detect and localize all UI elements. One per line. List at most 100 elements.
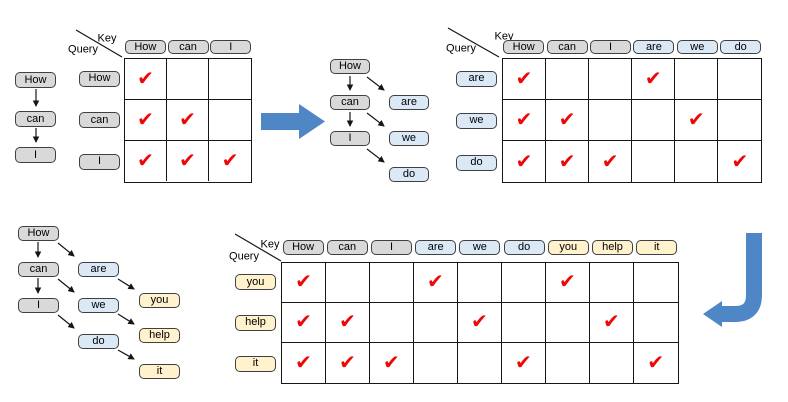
key-axis-label: Key	[494, 30, 514, 43]
checkmark-icon: ✔	[601, 148, 619, 173]
query-axis-label: Query	[229, 250, 259, 263]
mask-cell: ✔	[167, 140, 210, 182]
checkmark-icon: ✔	[179, 106, 196, 131]
key-axis-label: Key	[97, 32, 117, 45]
key-token-i: I	[371, 240, 412, 255]
key-token-do: do	[720, 40, 762, 54]
mask-cell: ✔	[125, 99, 168, 141]
chain-token-how: How	[15, 72, 56, 88]
mask-cell	[458, 342, 502, 383]
query-token-help: help	[235, 314, 276, 331]
checkmark-icon: ✔	[339, 349, 356, 374]
chain-token-do: do	[78, 334, 119, 349]
token-arrow	[366, 148, 385, 163]
attention-mask-grid: ✔✔✔✔✔✔✔✔✔	[502, 58, 763, 184]
key-token-you: you	[547, 240, 589, 255]
chain-token-can: can	[18, 262, 59, 277]
checkmark-icon: ✔	[339, 309, 356, 334]
mask-cell: ✔	[502, 342, 546, 383]
mask-cell	[632, 141, 676, 183]
token-arrow	[57, 242, 75, 257]
mask-cell	[413, 302, 458, 343]
chain-token-how: How	[18, 226, 59, 241]
chain-token-can: can	[330, 95, 370, 110]
mask-cell	[589, 100, 633, 142]
checkmark-icon: ✔	[137, 65, 154, 90]
checkmark-icon: ✔	[137, 106, 154, 131]
mask-cell	[209, 100, 252, 141]
mask-cell	[369, 302, 414, 343]
key-token-can: can	[167, 40, 209, 54]
token-arrow	[57, 278, 75, 293]
chain-token-you: you	[139, 293, 180, 308]
mask-cell	[501, 302, 546, 343]
flow-arrow-right	[261, 104, 325, 139]
chain-token-we: we	[78, 298, 119, 313]
query-axis-label: Query	[68, 43, 98, 56]
checkmark-icon: ✔	[644, 66, 662, 91]
mask-cell: ✔	[675, 100, 719, 142]
chain-token-i: I	[15, 147, 56, 163]
mask-cell	[167, 59, 210, 100]
key-token-i: I	[590, 40, 631, 54]
mask-cell	[675, 141, 719, 183]
mask-cell: ✔	[503, 141, 547, 183]
mask-cell	[675, 59, 719, 101]
mask-cell: ✔	[545, 263, 590, 303]
checkmark-icon: ✔	[647, 349, 665, 374]
mask-cell	[369, 263, 414, 303]
mask-cell: ✔	[589, 302, 634, 343]
chain-token-are: are	[389, 95, 429, 110]
mask-cell: ✔	[282, 342, 326, 383]
query-token-you: you	[235, 274, 276, 291]
mask-cell	[546, 342, 590, 383]
checkmark-icon: ✔	[427, 269, 444, 294]
mask-cell: ✔	[209, 141, 251, 182]
chain-token-do: do	[389, 167, 429, 182]
flow-arrow-wrap	[703, 233, 762, 327]
checkmark-icon: ✔	[731, 148, 749, 173]
key-token-are: are	[415, 240, 457, 255]
query-axis-label: Query	[446, 42, 476, 55]
key-token-help: help	[592, 240, 633, 255]
checkmark-icon: ✔	[602, 309, 620, 334]
checkmark-icon: ✔	[514, 349, 532, 374]
mask-cell	[590, 342, 634, 383]
attention-mask-grid: ✔✔✔✔✔✔	[124, 58, 253, 183]
key-token-how: How	[282, 240, 324, 255]
token-arrow	[117, 349, 135, 360]
attention-mask-grid: ✔ ✔ ✔ ✔ ✔ ✔ ✔ ✔ ✔ ✔ ✔ ✔	[281, 262, 679, 384]
chain-token-we: we	[389, 131, 429, 146]
mask-cell: ✔	[457, 302, 502, 343]
key-token-can: can	[546, 40, 588, 54]
query-token-can: can	[79, 112, 120, 129]
key-token-we: we	[459, 240, 501, 255]
checkmark-icon: ✔	[687, 107, 705, 132]
query-token-are: are	[456, 70, 497, 87]
checkmark-icon: ✔	[383, 349, 400, 374]
mask-cell	[718, 59, 762, 101]
token-arrow	[57, 314, 75, 329]
key-token-do: do	[503, 240, 545, 255]
mask-cell	[589, 59, 633, 101]
chain-token-i: I	[330, 131, 370, 146]
checkmark-icon: ✔	[137, 148, 154, 173]
query-token-we: we	[456, 112, 497, 129]
mask-cell	[589, 263, 634, 303]
chain-token-how: How	[330, 59, 370, 74]
checkmark-icon: ✔	[515, 107, 533, 132]
mask-cell: ✔	[125, 140, 168, 182]
chain-token-it: it	[139, 364, 180, 379]
mask-cell: ✔	[632, 59, 676, 101]
checkmark-icon: ✔	[558, 107, 576, 132]
chain-2-arrows	[346, 76, 385, 163]
key-token-how: How	[124, 40, 166, 54]
checkmark-icon: ✔	[295, 309, 312, 334]
key-token-it: it	[636, 240, 678, 255]
query-token-it: it	[235, 355, 276, 372]
mask-cell: ✔	[634, 343, 678, 383]
chain-token-i: I	[18, 298, 59, 313]
mask-cell: ✔	[546, 100, 590, 142]
mask-cell: ✔	[282, 263, 326, 303]
query-token-how: How	[79, 70, 120, 87]
